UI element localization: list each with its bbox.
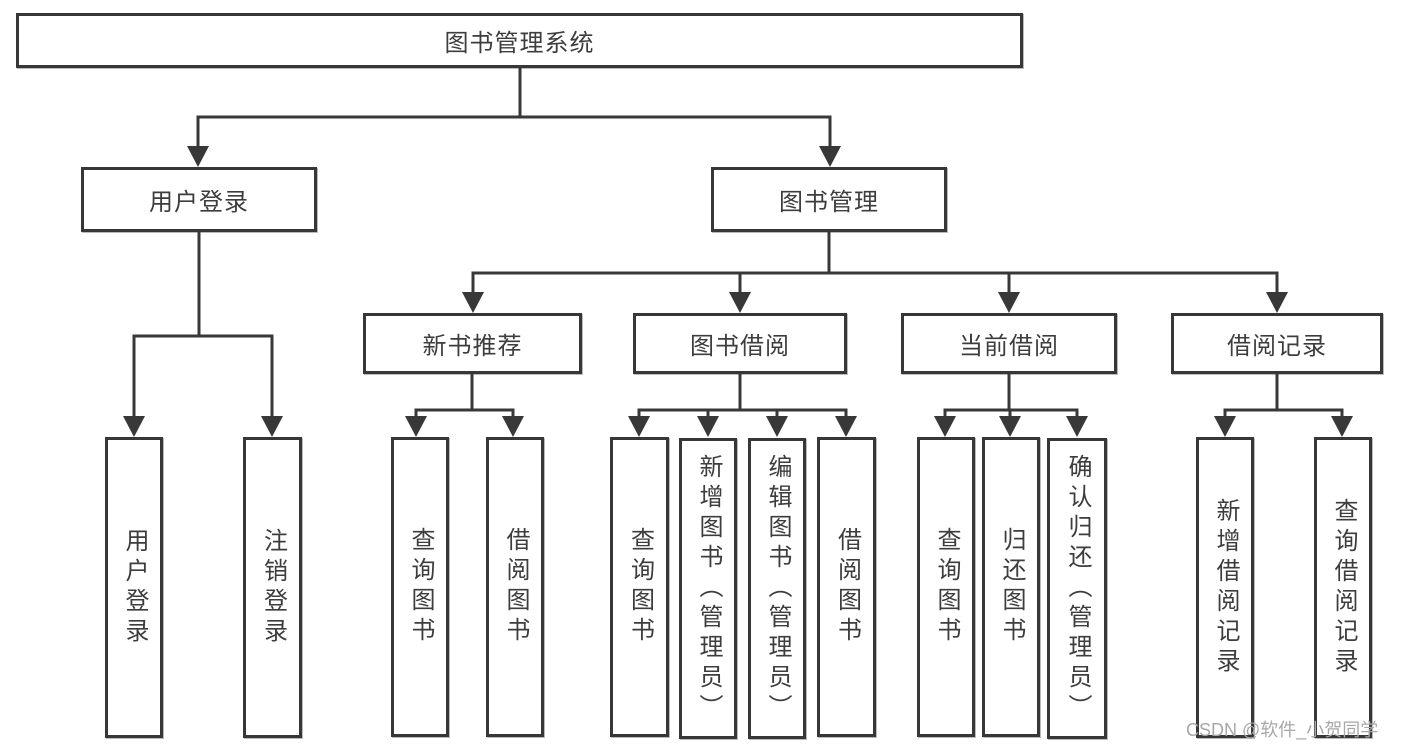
node-label: 用户登录 bbox=[149, 189, 249, 216]
leaf-add-borrow-record: 新增借阅记录 bbox=[1196, 437, 1254, 738]
leaf-query-books-3: 查询图书 bbox=[917, 437, 975, 737]
node-label: 编辑图书（管理员） bbox=[764, 453, 791, 724]
leaf-user-login: 用户登录 bbox=[105, 437, 163, 738]
node-book-borrow: 图书借阅 bbox=[633, 313, 847, 374]
node-book-management: 图书管理 bbox=[711, 167, 947, 232]
node-label: 图书管理系统 bbox=[444, 30, 595, 57]
leaf-query-books-1: 查询图书 bbox=[391, 437, 449, 737]
node-label: 借阅图书 bbox=[502, 527, 529, 647]
leaf-query-books-2: 查询图书 bbox=[610, 437, 669, 737]
node-label: 查询图书 bbox=[626, 527, 654, 647]
node-label: 借阅图书 bbox=[833, 527, 861, 647]
leaf-query-borrow-record: 查询借阅记录 bbox=[1314, 437, 1372, 738]
node-label: 注销登录 bbox=[259, 527, 287, 648]
leaf-logout: 注销登录 bbox=[243, 437, 302, 738]
csdn-watermark: CSDN @软件_小贺同学 bbox=[1186, 720, 1379, 740]
leaf-confirm-return-admin: 确认归还（管理员） bbox=[1047, 438, 1107, 739]
node-borrow-record: 借阅记录 bbox=[1171, 313, 1383, 374]
node-label: 查询图书 bbox=[407, 527, 434, 647]
leaf-borrow-books-2: 借阅图书 bbox=[817, 437, 876, 737]
node-label: 查询图书 bbox=[933, 527, 960, 647]
leaf-add-books-admin: 新增图书（管理员） bbox=[679, 438, 737, 739]
node-label: 当前借阅 bbox=[959, 333, 1059, 360]
node-user-login: 用户登录 bbox=[81, 167, 317, 232]
node-new-book-recommend: 新书推荐 bbox=[363, 313, 582, 374]
node-label: 用户登录 bbox=[121, 527, 148, 648]
node-label: 查询借阅记录 bbox=[1330, 497, 1357, 678]
node-label: 归还图书 bbox=[998, 527, 1025, 647]
node-label: 图书管理 bbox=[779, 189, 879, 216]
node-label: 图书借阅 bbox=[690, 333, 790, 360]
node-label: 新增借阅记录 bbox=[1212, 497, 1239, 678]
node-label: 新增图书（管理员） bbox=[695, 453, 722, 724]
node-label: 新书推荐 bbox=[422, 333, 523, 360]
leaf-return-books: 归还图书 bbox=[982, 437, 1040, 737]
node-library-management-system: 图书管理系统 bbox=[16, 13, 1023, 68]
node-label: 确认归还（管理员） bbox=[1064, 453, 1091, 724]
leaf-edit-books-admin: 编辑图书（管理员） bbox=[748, 438, 806, 739]
leaf-borrow-books-1: 借阅图书 bbox=[486, 437, 544, 737]
node-current-borrow: 当前借阅 bbox=[901, 313, 1117, 374]
node-label: 借阅记录 bbox=[1227, 333, 1327, 360]
